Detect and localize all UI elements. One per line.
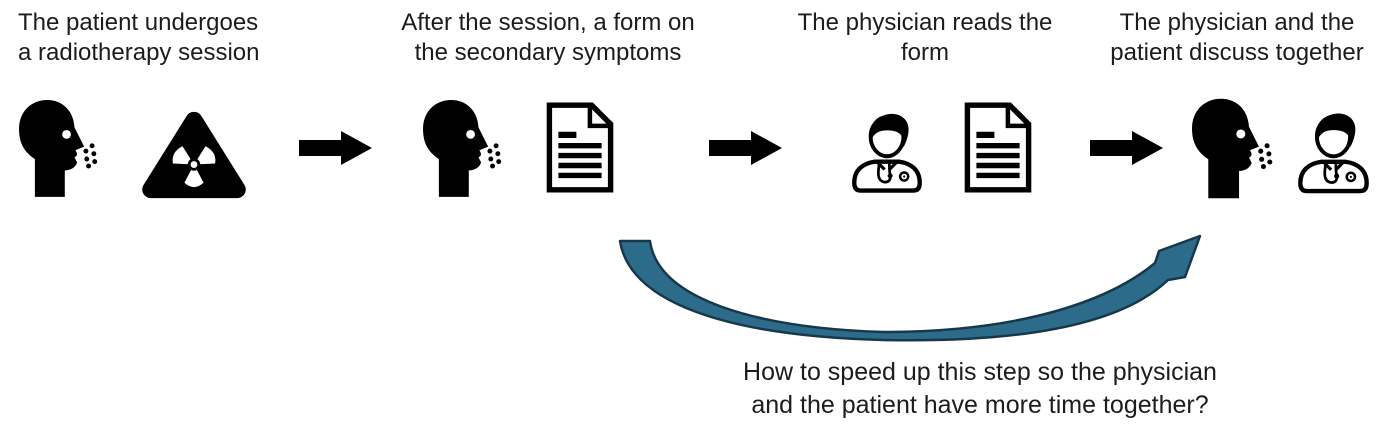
flow-arrow-3-icon — [1089, 128, 1165, 168]
patient-head-icon — [416, 97, 504, 199]
patient-head-icon — [12, 97, 100, 199]
question-text: How to speed up this step so the physici… — [743, 358, 1217, 419]
flow-arrow-1-icon — [298, 128, 374, 168]
physician-icon — [848, 100, 926, 200]
step3-caption: The physician reads the form — [797, 9, 1053, 66]
flow-arrow-2-icon — [708, 128, 784, 168]
step2-caption: After the session, a form on the seconda… — [401, 9, 695, 66]
radiation-warning-icon — [136, 105, 252, 201]
step1-caption: The patient undergoes a radiotherapy ses… — [18, 9, 260, 66]
feedback-curved-arrow-icon — [618, 234, 1202, 342]
step4-caption: The physician and the patient discuss to… — [1110, 9, 1364, 66]
form-document-icon — [544, 102, 616, 193]
patient-head-icon — [1184, 96, 1276, 200]
form-document-icon — [962, 102, 1034, 193]
physician-icon — [1294, 100, 1373, 200]
